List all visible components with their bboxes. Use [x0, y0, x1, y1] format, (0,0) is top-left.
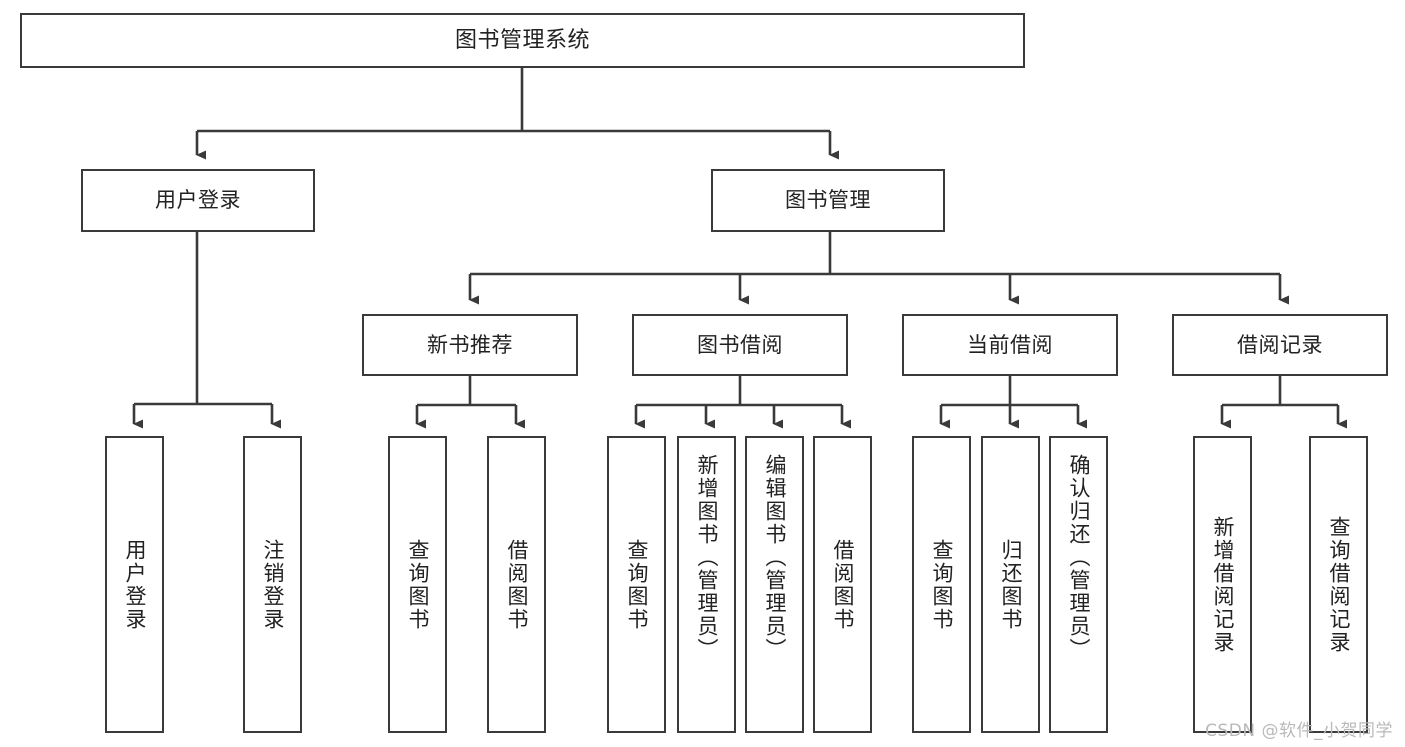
- leaf-book-borrow-query-book[interactable]: 查询图书: [607, 436, 666, 733]
- node-label: 查询图书: [625, 538, 649, 631]
- node-label: 借阅图书: [831, 538, 855, 631]
- leaf-user-login-logout[interactable]: 注销登录: [243, 436, 302, 733]
- node-new-book-recommend[interactable]: 新书推荐: [362, 314, 578, 376]
- node-label: 当前借阅: [967, 332, 1053, 357]
- node-label: 新书推荐: [427, 332, 513, 357]
- node-label: 用户登录: [155, 188, 241, 213]
- node-label: 用户登录: [123, 538, 147, 631]
- leaf-new-book-borrow-book[interactable]: 借阅图书: [487, 436, 546, 733]
- node-root-book-management-system[interactable]: 图书管理系统: [20, 13, 1025, 68]
- leaf-book-borrow-add-book-admin[interactable]: 新增图书（管理员）: [677, 436, 736, 733]
- node-label: 归还图书: [999, 538, 1023, 631]
- leaf-borrow-record-add-record[interactable]: 新增借阅记录: [1193, 436, 1252, 733]
- node-label: 查询借阅记录: [1327, 515, 1351, 654]
- node-label: 确认归还（管理员）: [1067, 454, 1091, 661]
- node-label: 查询图书: [930, 538, 954, 631]
- node-label: 图书管理系统: [454, 27, 590, 53]
- leaf-user-login-login[interactable]: 用户登录: [105, 436, 164, 733]
- node-current-borrow[interactable]: 当前借阅: [902, 314, 1118, 376]
- node-label: 借阅图书: [505, 538, 529, 631]
- node-label: 查询图书: [406, 538, 430, 631]
- node-label: 新增图书（管理员）: [695, 454, 719, 661]
- node-label: 编辑图书（管理员）: [763, 454, 787, 661]
- leaf-book-borrow-edit-book-admin[interactable]: 编辑图书（管理员）: [745, 436, 804, 733]
- node-borrow-record[interactable]: 借阅记录: [1172, 314, 1388, 376]
- leaf-book-borrow-borrow-book[interactable]: 借阅图书: [813, 436, 872, 733]
- node-label: 图书借阅: [697, 332, 783, 357]
- node-user-login[interactable]: 用户登录: [81, 169, 315, 232]
- leaf-current-borrow-confirm-return-admin[interactable]: 确认归还（管理员）: [1049, 436, 1108, 733]
- node-label: 借阅记录: [1237, 332, 1323, 357]
- leaf-current-borrow-return-book[interactable]: 归还图书: [981, 436, 1040, 733]
- node-book-management[interactable]: 图书管理: [711, 169, 945, 232]
- node-label: 注销登录: [261, 538, 285, 631]
- leaf-borrow-record-query-record[interactable]: 查询借阅记录: [1309, 436, 1368, 733]
- leaf-current-borrow-query-book[interactable]: 查询图书: [912, 436, 971, 733]
- node-label: 图书管理: [785, 188, 871, 213]
- csdn-watermark: CSDN @软件_小贺同学: [1205, 721, 1393, 741]
- node-book-borrow[interactable]: 图书借阅: [632, 314, 848, 376]
- node-label: 新增借阅记录: [1211, 515, 1235, 654]
- leaf-new-book-query-book[interactable]: 查询图书: [388, 436, 447, 733]
